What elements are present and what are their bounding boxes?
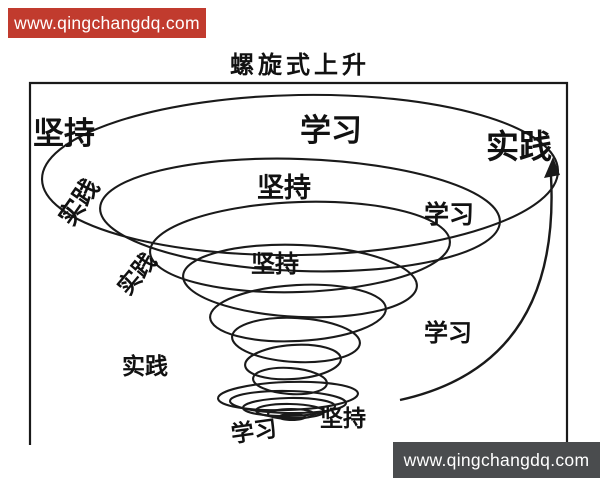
watermark-banner-top: www.qingchangdq.com [8,8,206,38]
diagram-title: 螺旋式上升 [230,51,370,79]
spiral-label-10: 坚持 [320,406,366,432]
watermark-bottom-text: www.qingchangdq.com [403,449,590,470]
watermark-banner-bottom: www.qingchangdq.com [393,442,600,478]
spiral-label-1: 学习 [300,113,362,149]
spiral-label-2: 实践 [486,127,552,166]
spiral-label-8: 学习 [424,319,472,347]
rising-arrow [399,157,560,402]
arrowhead-icon [544,157,560,178]
spiral-label-4: 坚持 [257,173,311,204]
spiral-label-9: 实践 [122,353,168,380]
spiral-label-11: 学习 [229,415,278,448]
spiral-label-7: 坚持 [251,250,299,278]
spiral-label-3: 实践 [53,173,105,231]
spiral-label-5: 学习 [424,200,474,229]
spiral-label-6: 实践 [112,248,162,301]
watermark-top-text: www.qingchangdq.com [14,12,200,33]
spiral-coil [40,93,560,422]
spiral-label-0: 坚持 [33,116,95,152]
diagram-frame [28,81,569,445]
